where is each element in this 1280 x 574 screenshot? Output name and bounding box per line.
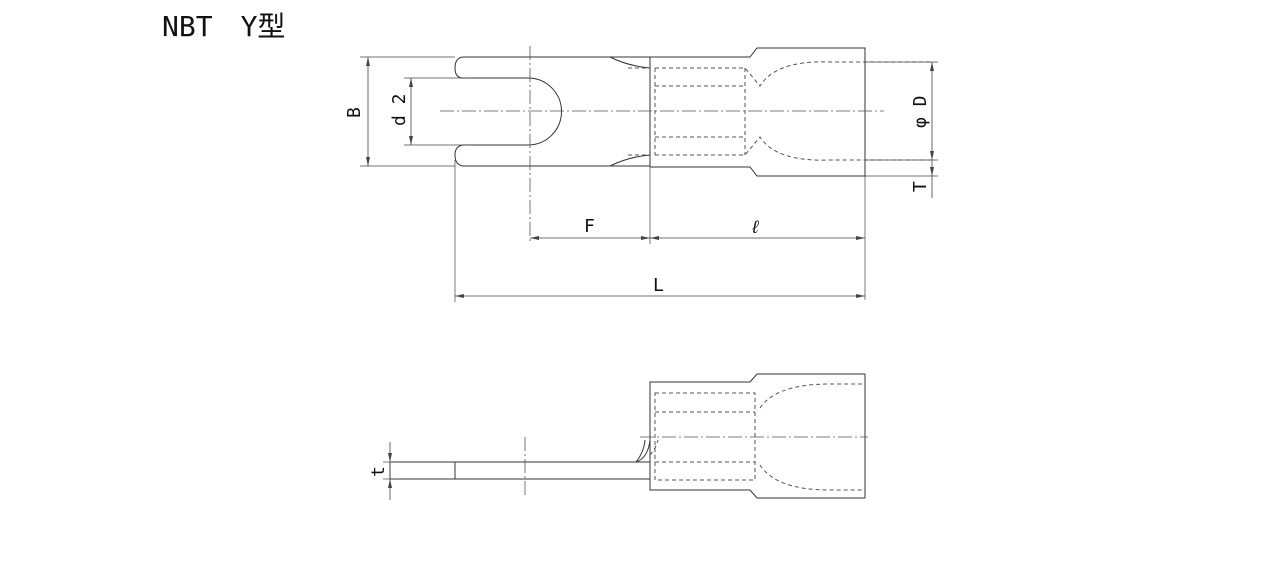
fork-terminal-outline <box>454 56 650 167</box>
neck-lower-curve <box>609 154 651 167</box>
arrow-F-left <box>530 236 539 240</box>
tongue-outline <box>389 439 650 480</box>
dim-label-D: φ D <box>910 95 931 128</box>
arrow-D-bottom <box>930 151 934 160</box>
arrow-d2-top <box>409 78 413 87</box>
barrel-hidden-lines <box>654 61 930 161</box>
arrow-t-bottom <box>388 479 392 488</box>
dim-label-d2: d 2 <box>389 93 410 126</box>
arrow-t-top <box>388 453 392 462</box>
dim-label-L: L <box>653 275 664 296</box>
dim-label-T: T <box>910 181 931 192</box>
side-bend-hidden <box>649 439 659 456</box>
insulation-sleeve-outline <box>649 47 866 177</box>
side-barrel-hidden <box>654 383 865 491</box>
neck-upper-curve <box>609 56 651 69</box>
arrow-l-left <box>650 236 659 240</box>
arrow-T <box>930 167 934 176</box>
arrow-L-right <box>856 294 865 298</box>
dim-label-t: t <box>368 466 389 477</box>
side-sleeve-outline <box>649 373 866 499</box>
arrow-B-top <box>366 57 370 66</box>
top-view: B d 2 φ D T F ℓ L <box>344 46 938 302</box>
arrow-l-right <box>856 236 865 240</box>
dim-label-l: ℓ <box>750 217 761 238</box>
arrow-F-right <box>641 236 650 240</box>
arrow-d2-bottom <box>409 136 413 145</box>
drawing-title: NBT Y型 <box>162 10 285 43</box>
arrow-B-bottom <box>366 157 370 166</box>
dim-label-F: F <box>584 216 595 237</box>
neck-hidden-lines <box>628 67 650 156</box>
arrow-D-top <box>930 62 934 71</box>
side-view: t <box>368 373 868 500</box>
arrow-L-left <box>455 294 464 298</box>
dim-label-B: B <box>344 107 365 118</box>
